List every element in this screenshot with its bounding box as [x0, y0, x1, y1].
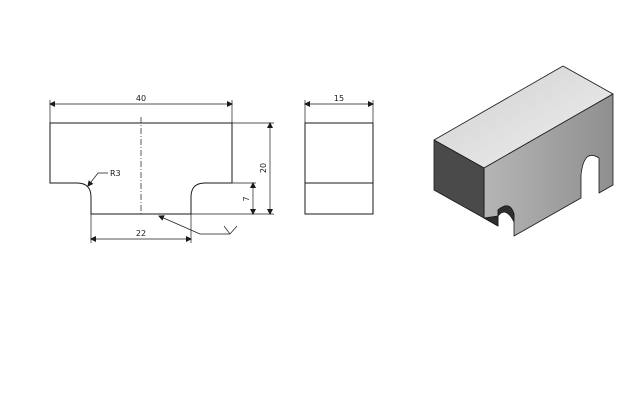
depth-dimension-label: 15	[334, 94, 344, 103]
radius-leader	[87, 172, 108, 187]
width-dimension-label: 40	[136, 94, 146, 103]
height-dimension-label: 20	[259, 163, 268, 173]
surface-finish-leader	[158, 215, 230, 235]
slot-width-dimension-label: 22	[136, 229, 146, 238]
iso-slot-inner	[483, 205, 515, 227]
surface-finish-symbol	[223, 225, 238, 235]
slot-height-dimension-label: 7	[242, 196, 251, 201]
radius-label: R3	[110, 169, 121, 178]
front-view: 40 20 7 22 R3	[49, 94, 274, 243]
side-view-outline	[304, 122, 374, 215]
side-view: 15	[304, 94, 374, 215]
isometric-view	[433, 65, 614, 237]
